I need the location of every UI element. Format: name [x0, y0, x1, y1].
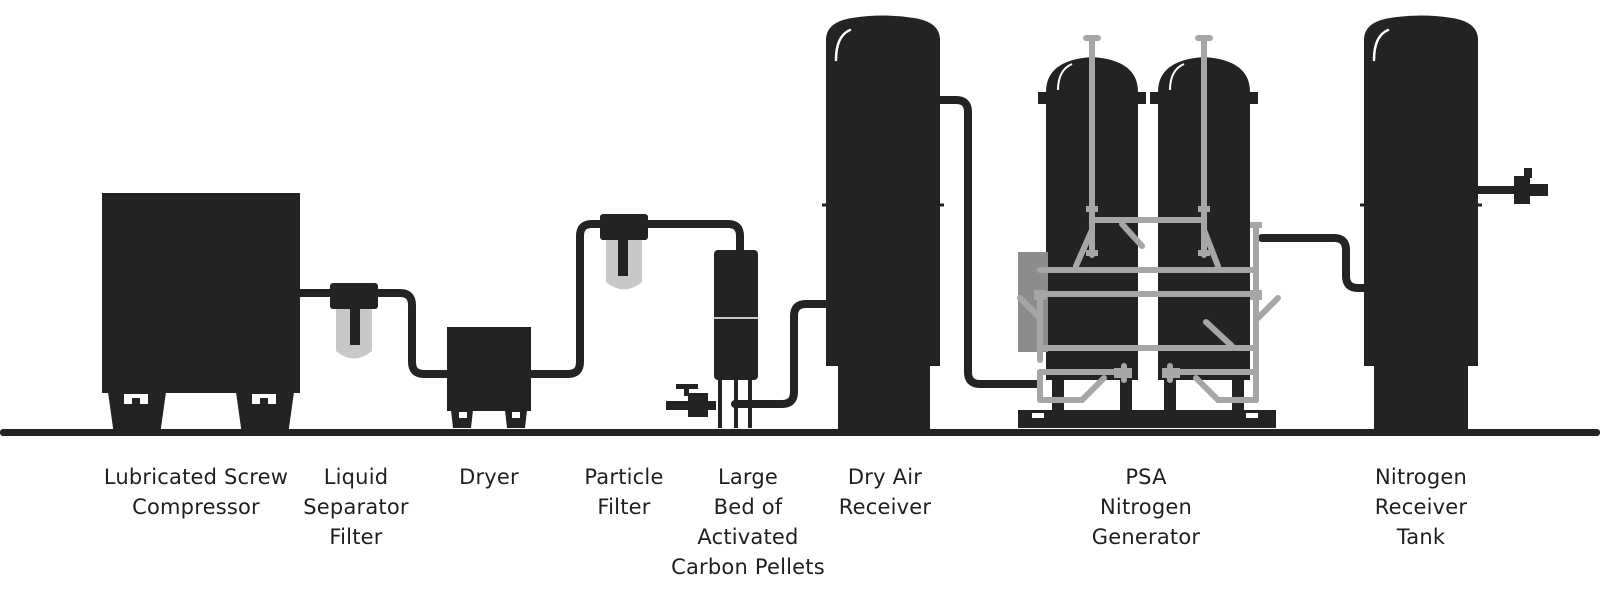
pipe-carbon-bed-to-dry-air-receiver — [731, 300, 830, 408]
label-psa-nitrogen-generator: PSA Nitrogen Generator — [1091, 465, 1201, 549]
dry-air-receiver-tank-icon — [822, 15, 944, 429]
compressor-icon — [102, 193, 300, 435]
label-carbon-bed: Large Bed of Activated Carbon Pellets — [671, 465, 825, 579]
liquid-separator-filter-icon — [330, 283, 378, 359]
nitrogen-receiver-tank-icon — [1360, 15, 1548, 429]
label-compressor: Lubricated Screw Compressor — [103, 465, 289, 519]
label-particle-filter: Particle Filter — [584, 465, 664, 519]
label-dry-air-receiver: Dry Air Receiver — [838, 465, 932, 519]
dryer-icon — [447, 327, 531, 428]
label-nitrogen-receiver-tank: Nitrogen Receiver Tank — [1374, 465, 1468, 549]
pipe-compressor-to-separator — [296, 289, 451, 378]
pipe-dryer-to-particle-filter — [526, 220, 744, 378]
pipe-dry-air-receiver-to-psa — [936, 96, 1040, 388]
psa-twin-tower-icon — [1017, 35, 1281, 428]
pipe-psa-to-nitrogen-receiver — [1258, 234, 1368, 292]
process-piping — [296, 96, 1526, 408]
label-liquid-separator-filter: Liquid Separator Filter — [303, 465, 409, 549]
particle-filter-icon — [600, 214, 648, 290]
label-dryer: Dryer — [459, 465, 519, 489]
carbon-column-icon — [666, 250, 758, 428]
ground-line — [0, 429, 1600, 436]
